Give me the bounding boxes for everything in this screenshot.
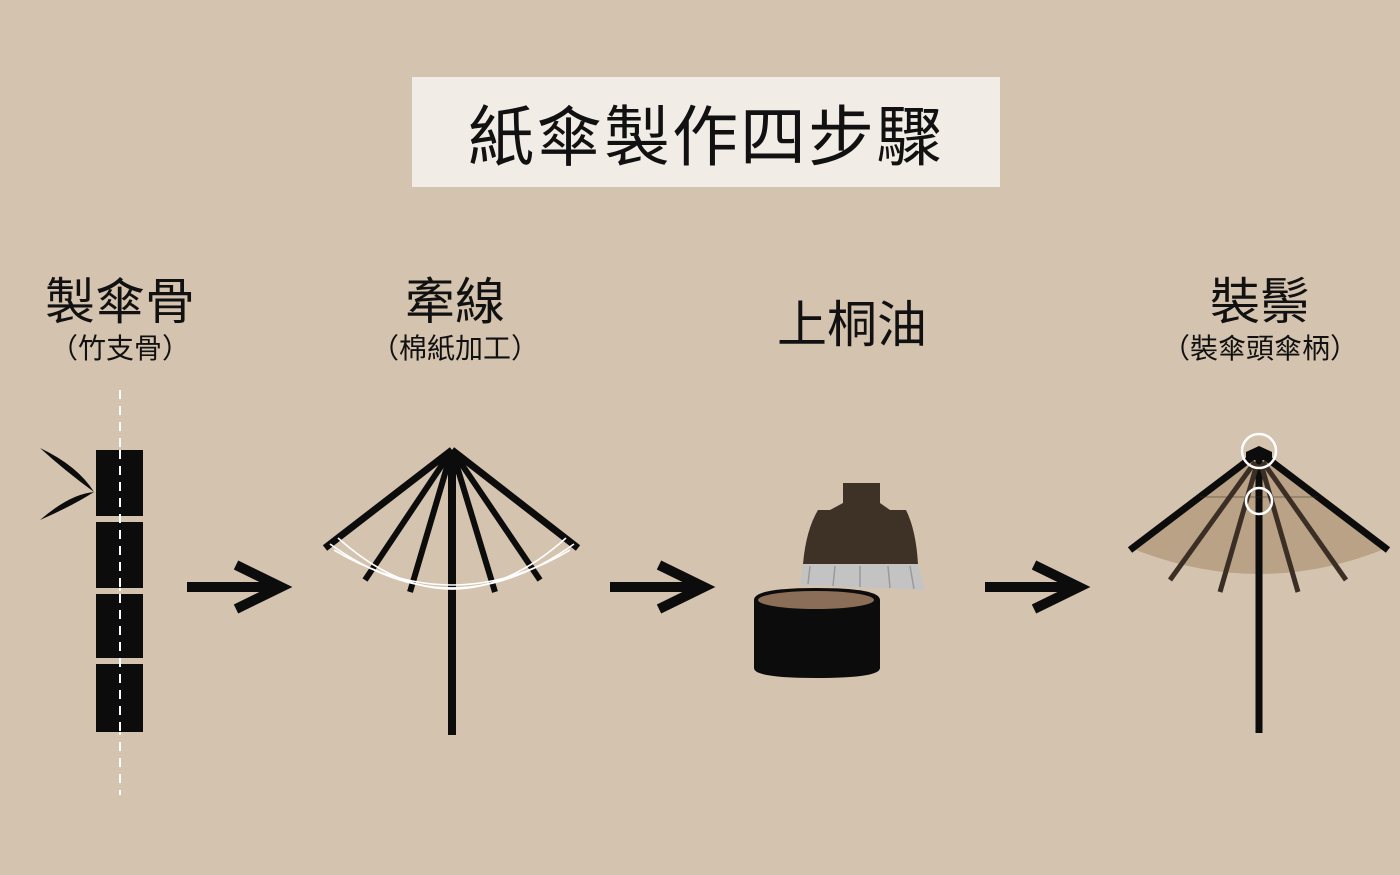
step-4-subtitle: （裝傘頭傘柄） [1161,332,1358,365]
umbrella-frame-icon [322,447,581,735]
step-3-name: 上桐油 [777,296,927,354]
right-arrow-icon [985,560,1091,614]
brush-and-oil-pot-icon [754,483,925,678]
step-1-name: 製傘骨 [45,273,195,331]
step-4-label: 裝鬃 （裝傘頭傘柄） [1110,272,1400,366]
right-arrow-icon [187,560,293,614]
step-4-name: 裝鬃 [1210,273,1310,331]
step-1-subtitle: （竹支骨） [49,332,190,365]
step-2-subtitle: （棉紙加工） [370,332,539,365]
bamboo-icon [40,390,143,795]
right-arrow-icon [610,560,716,614]
finished-umbrella-icon [1127,432,1391,733]
step-2-label: 牽線 （棉紙加工） [305,272,605,366]
step-1-label: 製傘骨 （竹支骨） [0,272,270,366]
page-title: 紙傘製作四步驟 [468,99,944,176]
step-2-name: 牽線 [405,273,505,331]
step-3-label: 上桐油 [702,295,1002,355]
title-box: 紙傘製作四步驟 [412,77,1000,187]
